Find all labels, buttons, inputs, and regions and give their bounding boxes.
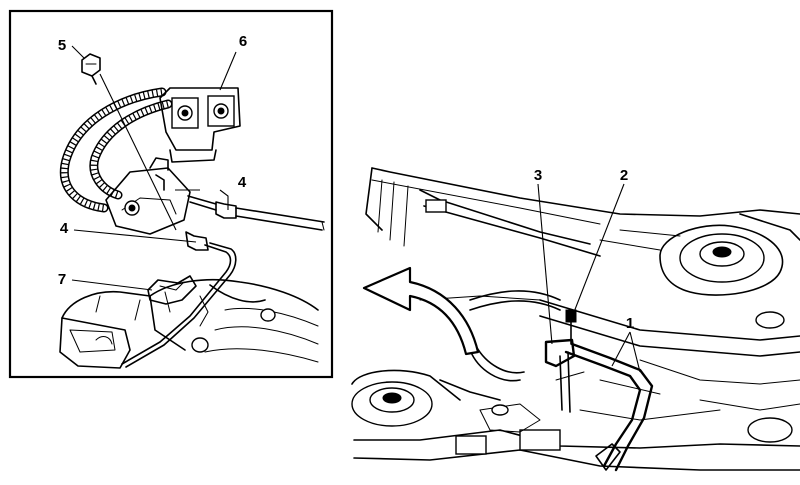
callout-4-upper: 4 bbox=[238, 174, 247, 191]
fitting-4-lower bbox=[185, 231, 209, 251]
bracket-3 bbox=[544, 338, 585, 413]
bolt-2 bbox=[565, 309, 577, 345]
strut-tower-left bbox=[351, 369, 461, 427]
bolt-5 bbox=[81, 53, 101, 85]
brake-lines-1 bbox=[564, 342, 654, 472]
callout-1: 1 bbox=[626, 315, 634, 332]
bracket-7 bbox=[147, 275, 197, 305]
callout-3: 3 bbox=[534, 167, 542, 184]
engine-bay-view: 3 2 1 bbox=[351, 167, 800, 472]
braided-hose bbox=[59, 87, 173, 213]
callout-6: 6 bbox=[239, 33, 247, 50]
brake-line-lower bbox=[121, 242, 237, 368]
inset-frame bbox=[8, 9, 334, 379]
bracket-6 bbox=[159, 87, 241, 163]
inset-housing bbox=[59, 278, 319, 369]
inset-leaders bbox=[71, 45, 237, 291]
fitting-4-right bbox=[187, 195, 325, 231]
junction-block bbox=[105, 157, 191, 235]
main-leaders bbox=[537, 183, 641, 373]
curved-arrow-left-icon bbox=[362, 266, 480, 356]
callout-2: 2 bbox=[620, 167, 628, 184]
strut-tower-right bbox=[599, 213, 800, 296]
detail-inset: 5 6 4 4 7 bbox=[8, 9, 334, 379]
callout-7: 7 bbox=[58, 271, 66, 288]
callout-5: 5 bbox=[58, 37, 66, 54]
callout-4-lower: 4 bbox=[60, 220, 69, 237]
